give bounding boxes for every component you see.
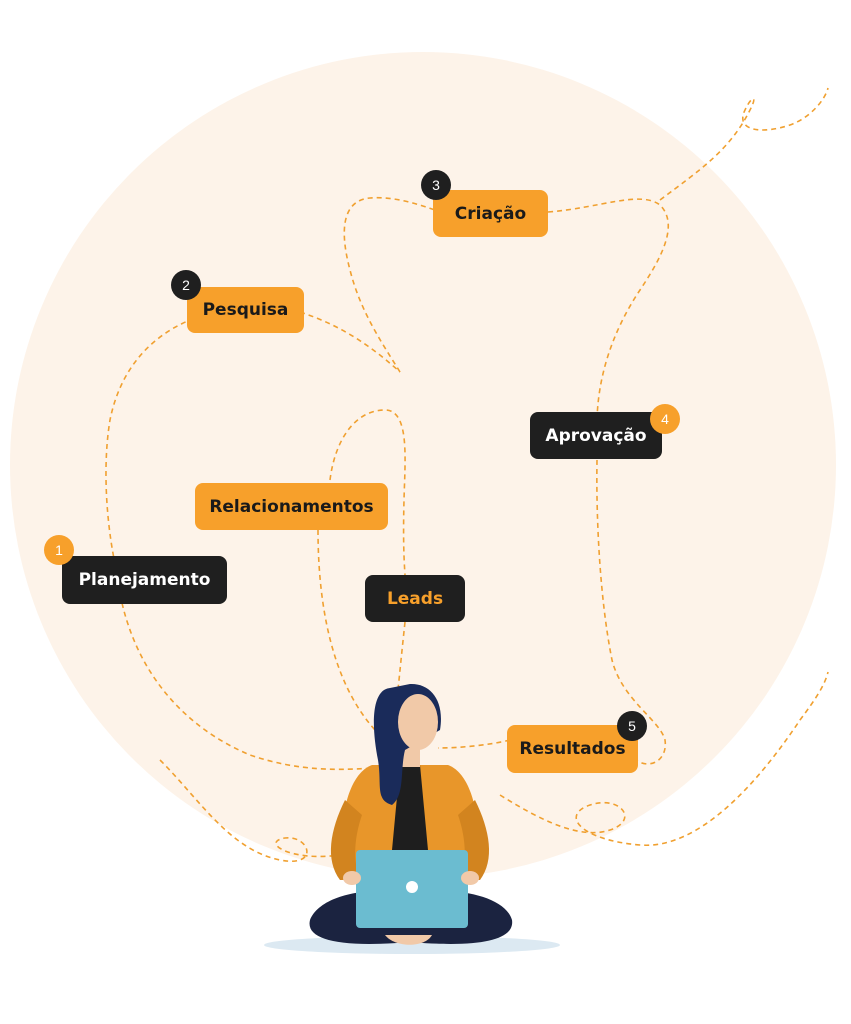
step-resultados: Resultados (507, 725, 638, 773)
step-3-badge: 3 (421, 170, 451, 200)
dashed-paths (105, 87, 829, 863)
feet (385, 935, 432, 945)
path-resultados-woman (437, 739, 511, 749)
left-arm (330, 800, 362, 880)
path-bottom-right-tail (499, 671, 829, 846)
neck (400, 745, 420, 767)
step-1-number: 1 (55, 542, 63, 558)
right-hand (461, 871, 479, 885)
step-criacao-label: Criação (454, 203, 527, 224)
path-aprovacao-resultados (596, 459, 666, 765)
woman-illustration (264, 683, 560, 954)
step-resultados-label: Resultados (519, 739, 626, 759)
background-circle (10, 52, 836, 878)
step-pesquisa: Pesquisa (187, 287, 304, 333)
step-pesquisa-label: Pesquisa (202, 300, 289, 320)
step-3-number: 3 (432, 177, 440, 193)
step-aprovacao-label: Aprovação (545, 425, 647, 446)
step-criacao: Criação (433, 190, 548, 237)
path-planejamento-woman (121, 602, 376, 771)
relacionamentos-label: Relacionamentos (195, 483, 388, 530)
step-4-badge: 4 (650, 404, 680, 434)
step-1-badge: 1 (44, 535, 74, 565)
step-2-badge: 2 (171, 270, 201, 300)
laptop-logo (406, 881, 418, 893)
path-leads-down (397, 621, 406, 691)
shirt (392, 765, 428, 850)
path-relacionamentos-down (317, 529, 376, 731)
path-pesquisa-center (299, 311, 401, 373)
step-planejamento: Planejamento (62, 556, 227, 604)
leads-text: Leads (386, 588, 444, 609)
path-top-right-tail (659, 87, 829, 201)
face (398, 694, 438, 750)
path-criacao-aprovacao (547, 198, 670, 421)
relacionamentos-text: Relacionamentos (209, 496, 374, 517)
step-5-number: 5 (628, 718, 636, 734)
left-hand (343, 871, 361, 885)
step-aprovacao: Aprovação (530, 412, 662, 459)
path-relacionamentos-leads (329, 409, 406, 576)
step-5-badge: 5 (617, 711, 647, 741)
path-planejamento-pesquisa (105, 317, 196, 601)
step-planejamento-label: Planejamento (78, 570, 211, 590)
step-4-number: 4 (661, 411, 669, 427)
leads-label: Leads (365, 575, 465, 622)
step-2-number: 2 (182, 277, 190, 293)
